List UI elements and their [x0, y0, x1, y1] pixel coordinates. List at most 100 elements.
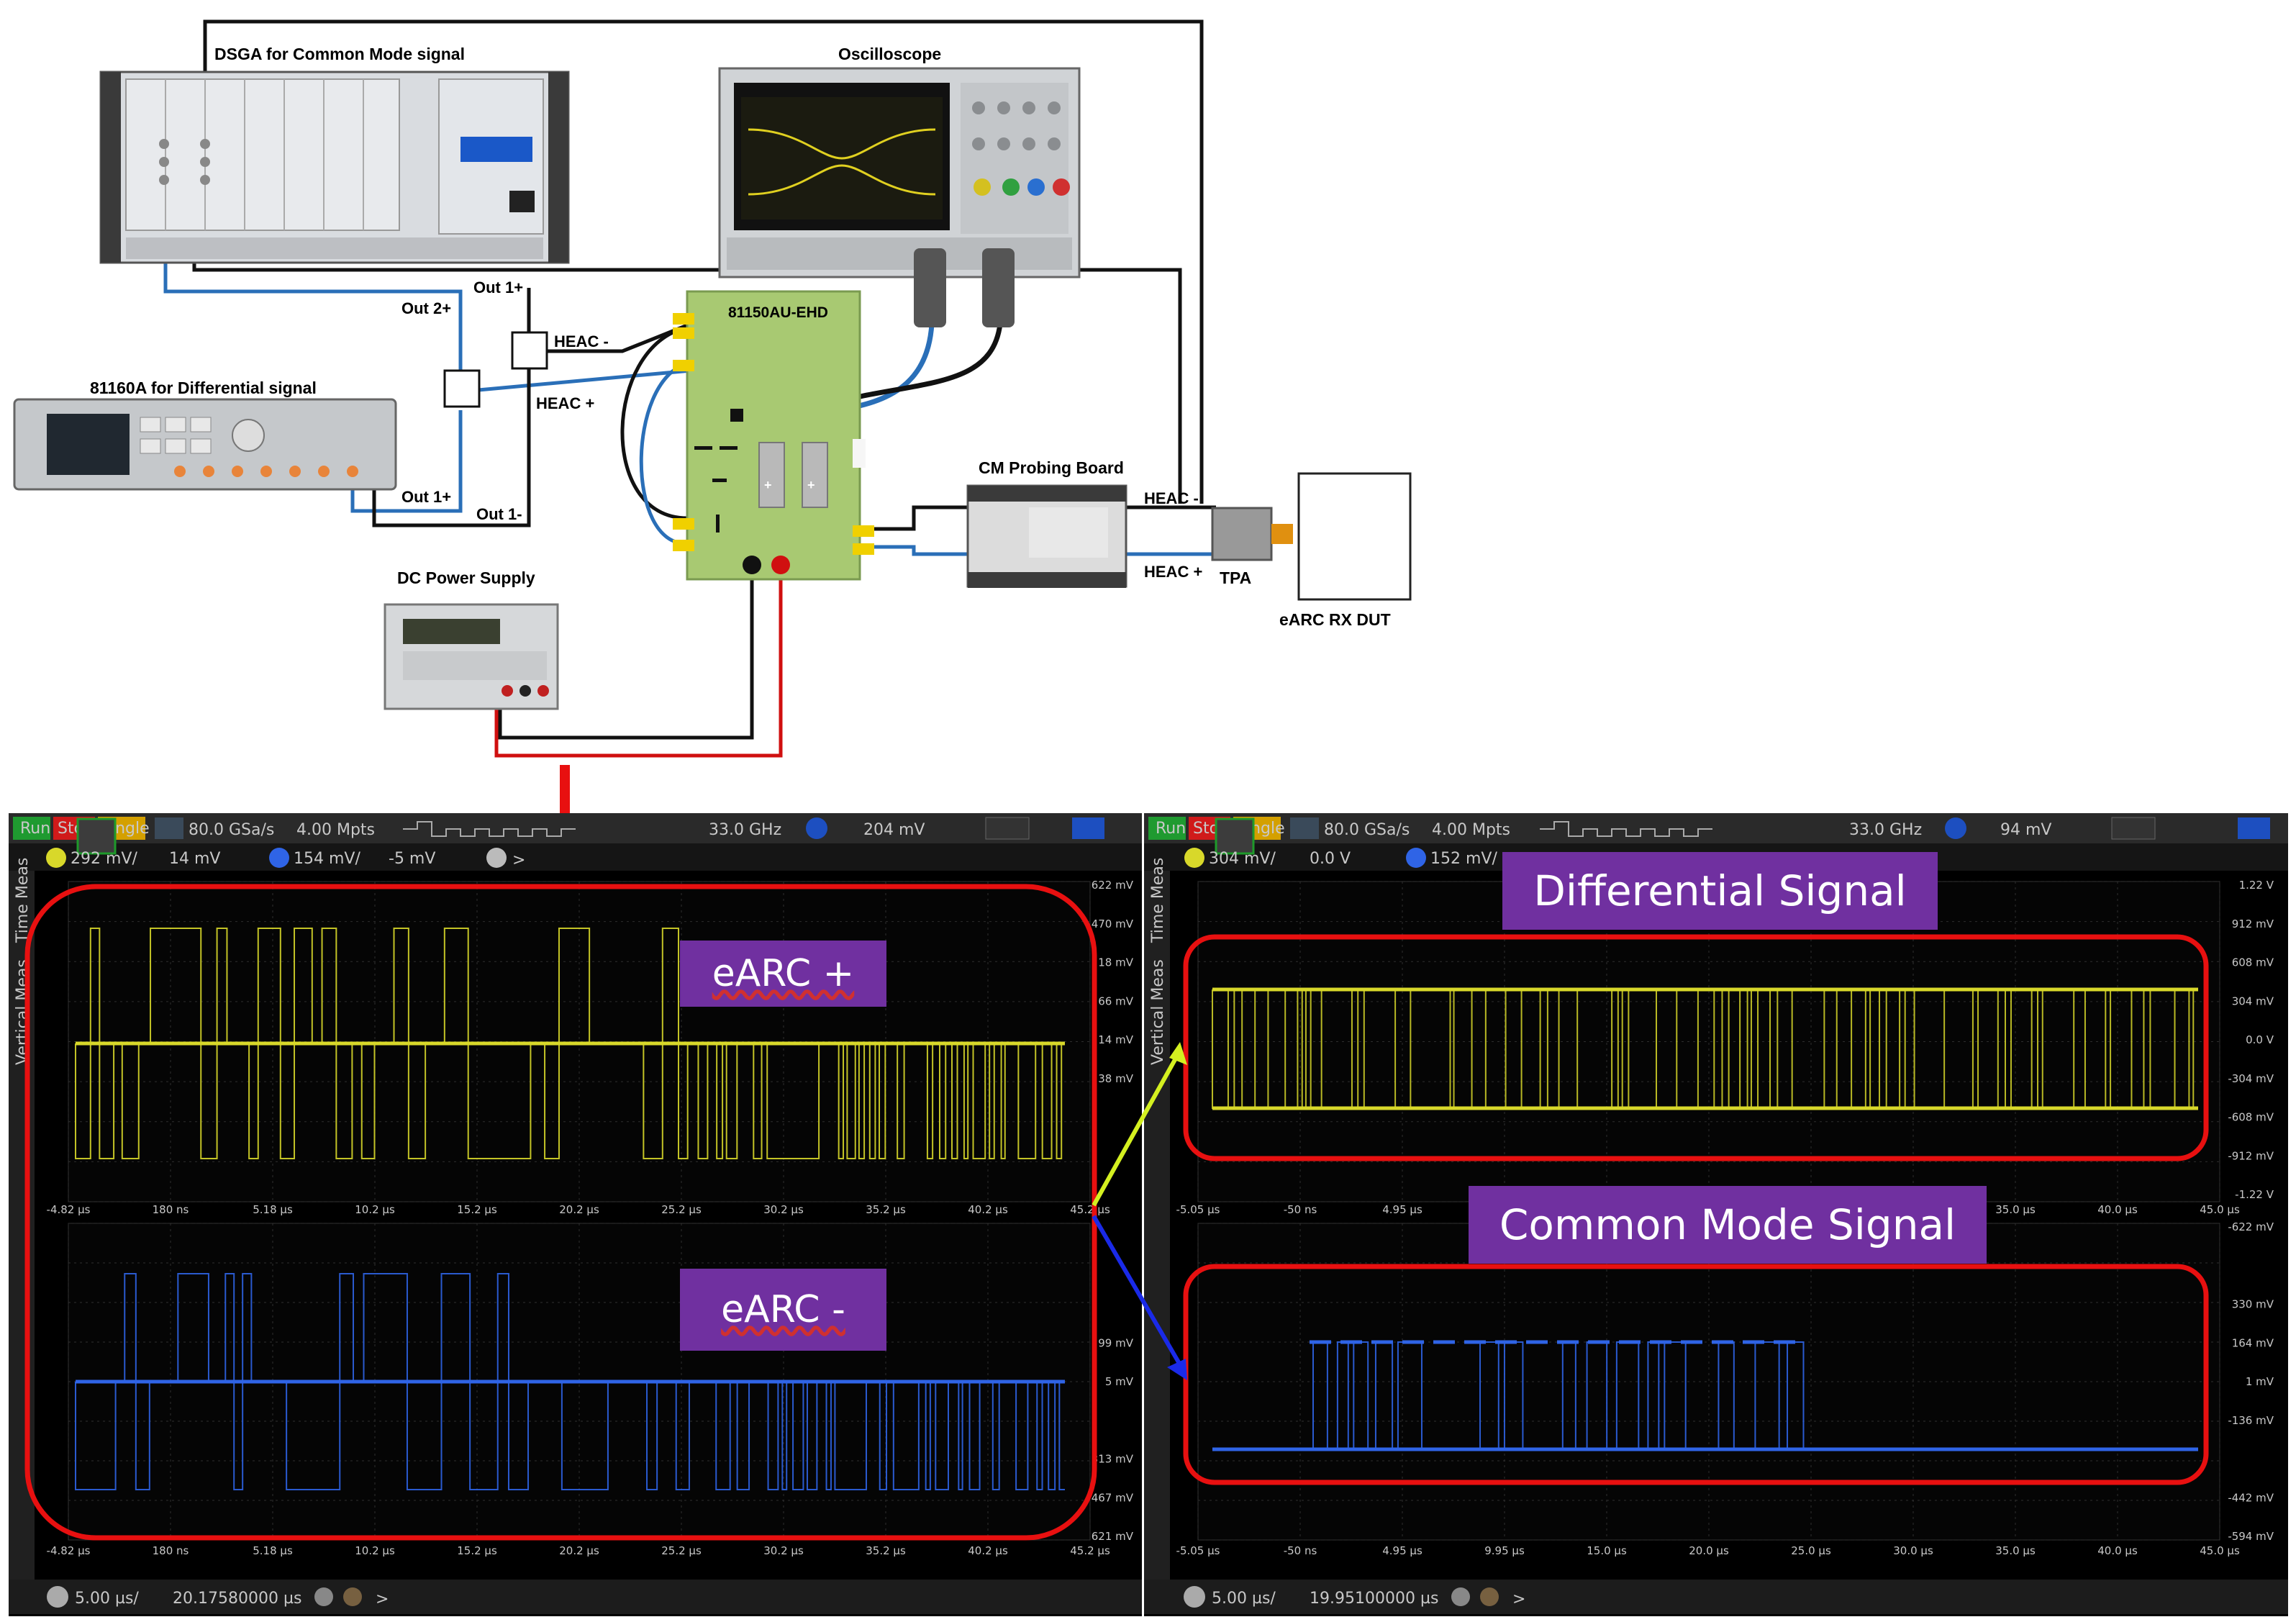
wire-gen-out1m — [372, 367, 531, 527]
channel1-icon-right[interactable] — [1184, 848, 1204, 868]
side-tab-time-meas[interactable]: Time Meas — [14, 858, 32, 943]
wire-cm-tpa-blue — [1126, 533, 1218, 556]
wire-dsga-tpa-top — [203, 19, 1204, 504]
x-tick-label: 180 ns — [153, 1544, 189, 1557]
x-tick-label: 40.0 µs — [2097, 1544, 2138, 1557]
heac-plus-right-label: HEAC + — [1144, 563, 1203, 581]
x-tick-label: 45.0 µs — [2200, 1203, 2240, 1216]
tpa-label: TPA — [1220, 568, 1252, 587]
y-tick-label: 330 mV — [2232, 1298, 2274, 1311]
x-tick-label: 4.95 µs — [1382, 1203, 1422, 1216]
run-button[interactable] — [13, 817, 50, 840]
y-tick-label: 912 mV — [2232, 918, 2274, 930]
x-tick-label: 20.2 µs — [559, 1203, 599, 1216]
marker-icon[interactable] — [343, 1587, 362, 1606]
y-tick-label: 14 mV — [1098, 1033, 1133, 1046]
checkmark-icon-right[interactable] — [1215, 817, 1255, 855]
checkmark-icon[interactable] — [76, 817, 117, 855]
channel1-icon[interactable] — [46, 848, 66, 868]
y-tick-label: 622 mV — [1092, 879, 1134, 892]
earc-rx-dut-label: eARC RX DUT — [1279, 610, 1391, 629]
earc-rx-dut-box — [1297, 472, 1412, 601]
trigger-icon[interactable] — [806, 817, 827, 839]
earc-plus-banner-text: eARC + — [712, 952, 855, 995]
y-tick-label: 313 mV — [1092, 1453, 1134, 1466]
memory-depth-right: 4.00 Mpts — [1432, 821, 1510, 839]
run-label-right: Run — [1156, 820, 1186, 838]
x-tick-label: 20.0 µs — [1689, 1544, 1729, 1557]
x-tick-label: 9.95 µs — [1484, 1544, 1525, 1557]
tpa-connector — [1271, 524, 1293, 544]
wire-board-cm-blue — [860, 545, 968, 556]
acquisition-icon-right[interactable] — [1290, 817, 1319, 839]
out1-plus-gen-label: Out 1+ — [401, 488, 452, 506]
ch1-scale: 292 mV/ — [71, 850, 137, 868]
y-tick-label: -136 mV — [2228, 1414, 2274, 1427]
run-button-right[interactable] — [1148, 817, 1186, 840]
x-tick-label: -50 ns — [1284, 1544, 1317, 1557]
ch2-scale: 154 mV/ — [294, 850, 360, 868]
heac-minus-right-label: HEAC - — [1144, 489, 1199, 507]
side-tab-vertical-meas-right[interactable]: Vertical Meas — [1149, 959, 1167, 1065]
y-tick-label: 304 mV — [2232, 995, 2274, 1007]
chevron-right-icon-right[interactable]: > — [1512, 1590, 1525, 1608]
earc-plus-trace — [75, 928, 1065, 1159]
chevron-right-icon[interactable]: > — [376, 1590, 389, 1608]
test-board-label: 81150AU-EHD — [728, 304, 828, 321]
pause-icon-right[interactable] — [2111, 817, 2156, 840]
y-tick-label: 66 mV — [1098, 995, 1133, 1007]
x-tick-label: 40.2 µs — [968, 1544, 1008, 1557]
channel2-icon[interactable] — [269, 848, 289, 868]
common-mode-signal-banner: Common Mode Signal — [1469, 1186, 1987, 1264]
help-icon-right[interactable] — [2238, 817, 2270, 839]
x-tick-label: 30.2 µs — [763, 1544, 804, 1557]
x-tick-label: 40.0 µs — [2097, 1203, 2138, 1216]
common-mode-trace — [1212, 1340, 2198, 1451]
oscilloscope-instrument — [718, 67, 1081, 327]
differential-trace — [1212, 987, 2198, 1110]
run-label: Run — [20, 820, 50, 838]
x-tick-label: 30.2 µs — [763, 1203, 804, 1216]
help-icon[interactable] — [1072, 817, 1104, 839]
side-tab-bar — [9, 871, 35, 1583]
junction-box-heac-plus — [443, 369, 481, 408]
pause-icon[interactable] — [985, 817, 1030, 840]
y-tick-label: -304 mV — [2228, 1072, 2274, 1085]
out1-plus-dsga-label: Out 1+ — [473, 278, 524, 296]
add-channel-icon[interactable] — [486, 848, 507, 868]
side-tab-time-meas-right[interactable]: Time Meas — [1149, 858, 1167, 943]
y-tick-label: 0.0 V — [2246, 1033, 2274, 1046]
wire-heac-plus — [478, 368, 691, 392]
trigger-icon-right[interactable] — [1945, 817, 1966, 839]
highlight-earc-traces — [24, 884, 1097, 1541]
zoom-icon-right[interactable] — [1451, 1587, 1470, 1606]
horizontal-icon-right[interactable] — [1184, 1586, 1205, 1608]
dc-power-supply-label: DC Power Supply — [397, 568, 535, 587]
y-tick-label: 470 mV — [1092, 918, 1134, 930]
signal-generator-label: 81160A for Differential signal — [90, 379, 317, 397]
marker-icon-right[interactable] — [1480, 1587, 1499, 1606]
junction-box-heac-minus — [511, 331, 548, 370]
acquisition-icon[interactable] — [155, 817, 183, 839]
scope-right-bottom-bar — [1144, 1580, 2288, 1614]
channel2-icon-right[interactable] — [1406, 848, 1426, 868]
zoom-icon[interactable] — [314, 1587, 333, 1606]
x-tick-label: 45.2 µs — [1070, 1544, 1110, 1557]
ch1-offset: 14 mV — [169, 850, 220, 868]
scope-screen-left: Run Stop Single 80.0 GSa/s 4.00 Mpts 33.… — [9, 813, 1142, 1616]
waveform-icon — [403, 821, 576, 837]
waveform-icon-right — [1540, 821, 1712, 837]
x-tick-label: 10.2 µs — [355, 1203, 395, 1216]
expand-icon[interactable]: > — [512, 851, 525, 869]
x-tick-label: -4.82 µs — [47, 1203, 91, 1216]
dsga-label: DSGA for Common Mode signal — [214, 45, 465, 63]
x-tick-label: -50 ns — [1284, 1203, 1317, 1216]
horizontal-icon[interactable] — [47, 1586, 68, 1608]
heac-minus-left-label: HEAC - — [554, 332, 609, 350]
sample-rate: 80.0 GSa/s — [189, 821, 274, 839]
